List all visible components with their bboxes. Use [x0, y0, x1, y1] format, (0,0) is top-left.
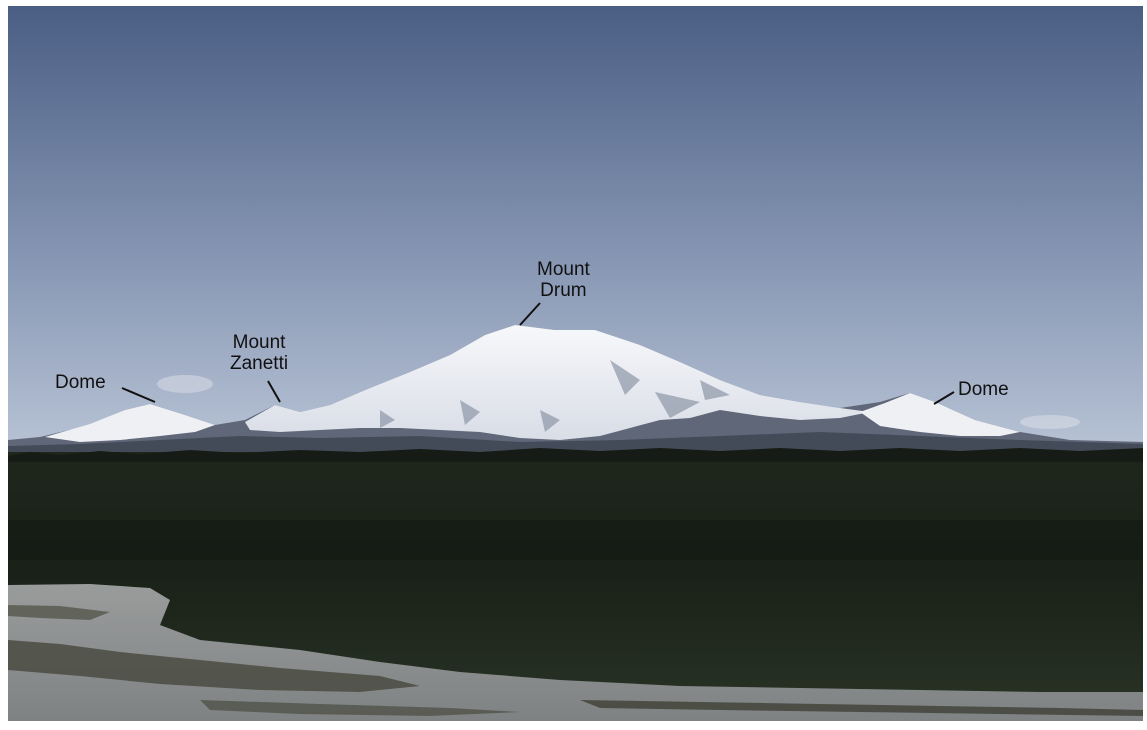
gravel-bar	[580, 700, 1143, 716]
gravel-bar	[8, 640, 420, 692]
label-dome-left: Dome	[55, 372, 106, 393]
dome-right-snow	[860, 393, 1020, 436]
drum-leader	[519, 302, 541, 326]
gravel-bar	[200, 700, 520, 716]
cloud	[157, 375, 213, 393]
gravel-bar	[8, 605, 110, 620]
label-mount-drum-line2: Drum	[540, 280, 587, 301]
label-dome-left-text: Dome	[55, 372, 106, 393]
zanetti-leader	[267, 380, 281, 403]
label-mount-zanetti-line1: Mount	[232, 332, 286, 353]
label-mount-zanetti: Mount Zanetti	[230, 332, 288, 374]
label-dome-right: Dome	[958, 379, 1009, 400]
dome-left-leader	[121, 387, 156, 403]
foothills	[8, 432, 1143, 456]
dome-right-leader	[933, 391, 955, 405]
label-dome-right-text: Dome	[958, 379, 1009, 400]
label-mount-zanetti-line2: Zanetti	[230, 353, 289, 374]
label-mount-drum-line1: Mount	[537, 259, 590, 280]
rock-ribs	[380, 360, 730, 432]
label-mount-drum: Mount Drum	[537, 259, 590, 301]
cloud	[1020, 415, 1080, 429]
dome-left-snow	[45, 404, 215, 442]
treeline	[8, 448, 1143, 462]
mountain-drum-snow	[245, 325, 870, 440]
forest-mid-shade	[8, 520, 1143, 560]
